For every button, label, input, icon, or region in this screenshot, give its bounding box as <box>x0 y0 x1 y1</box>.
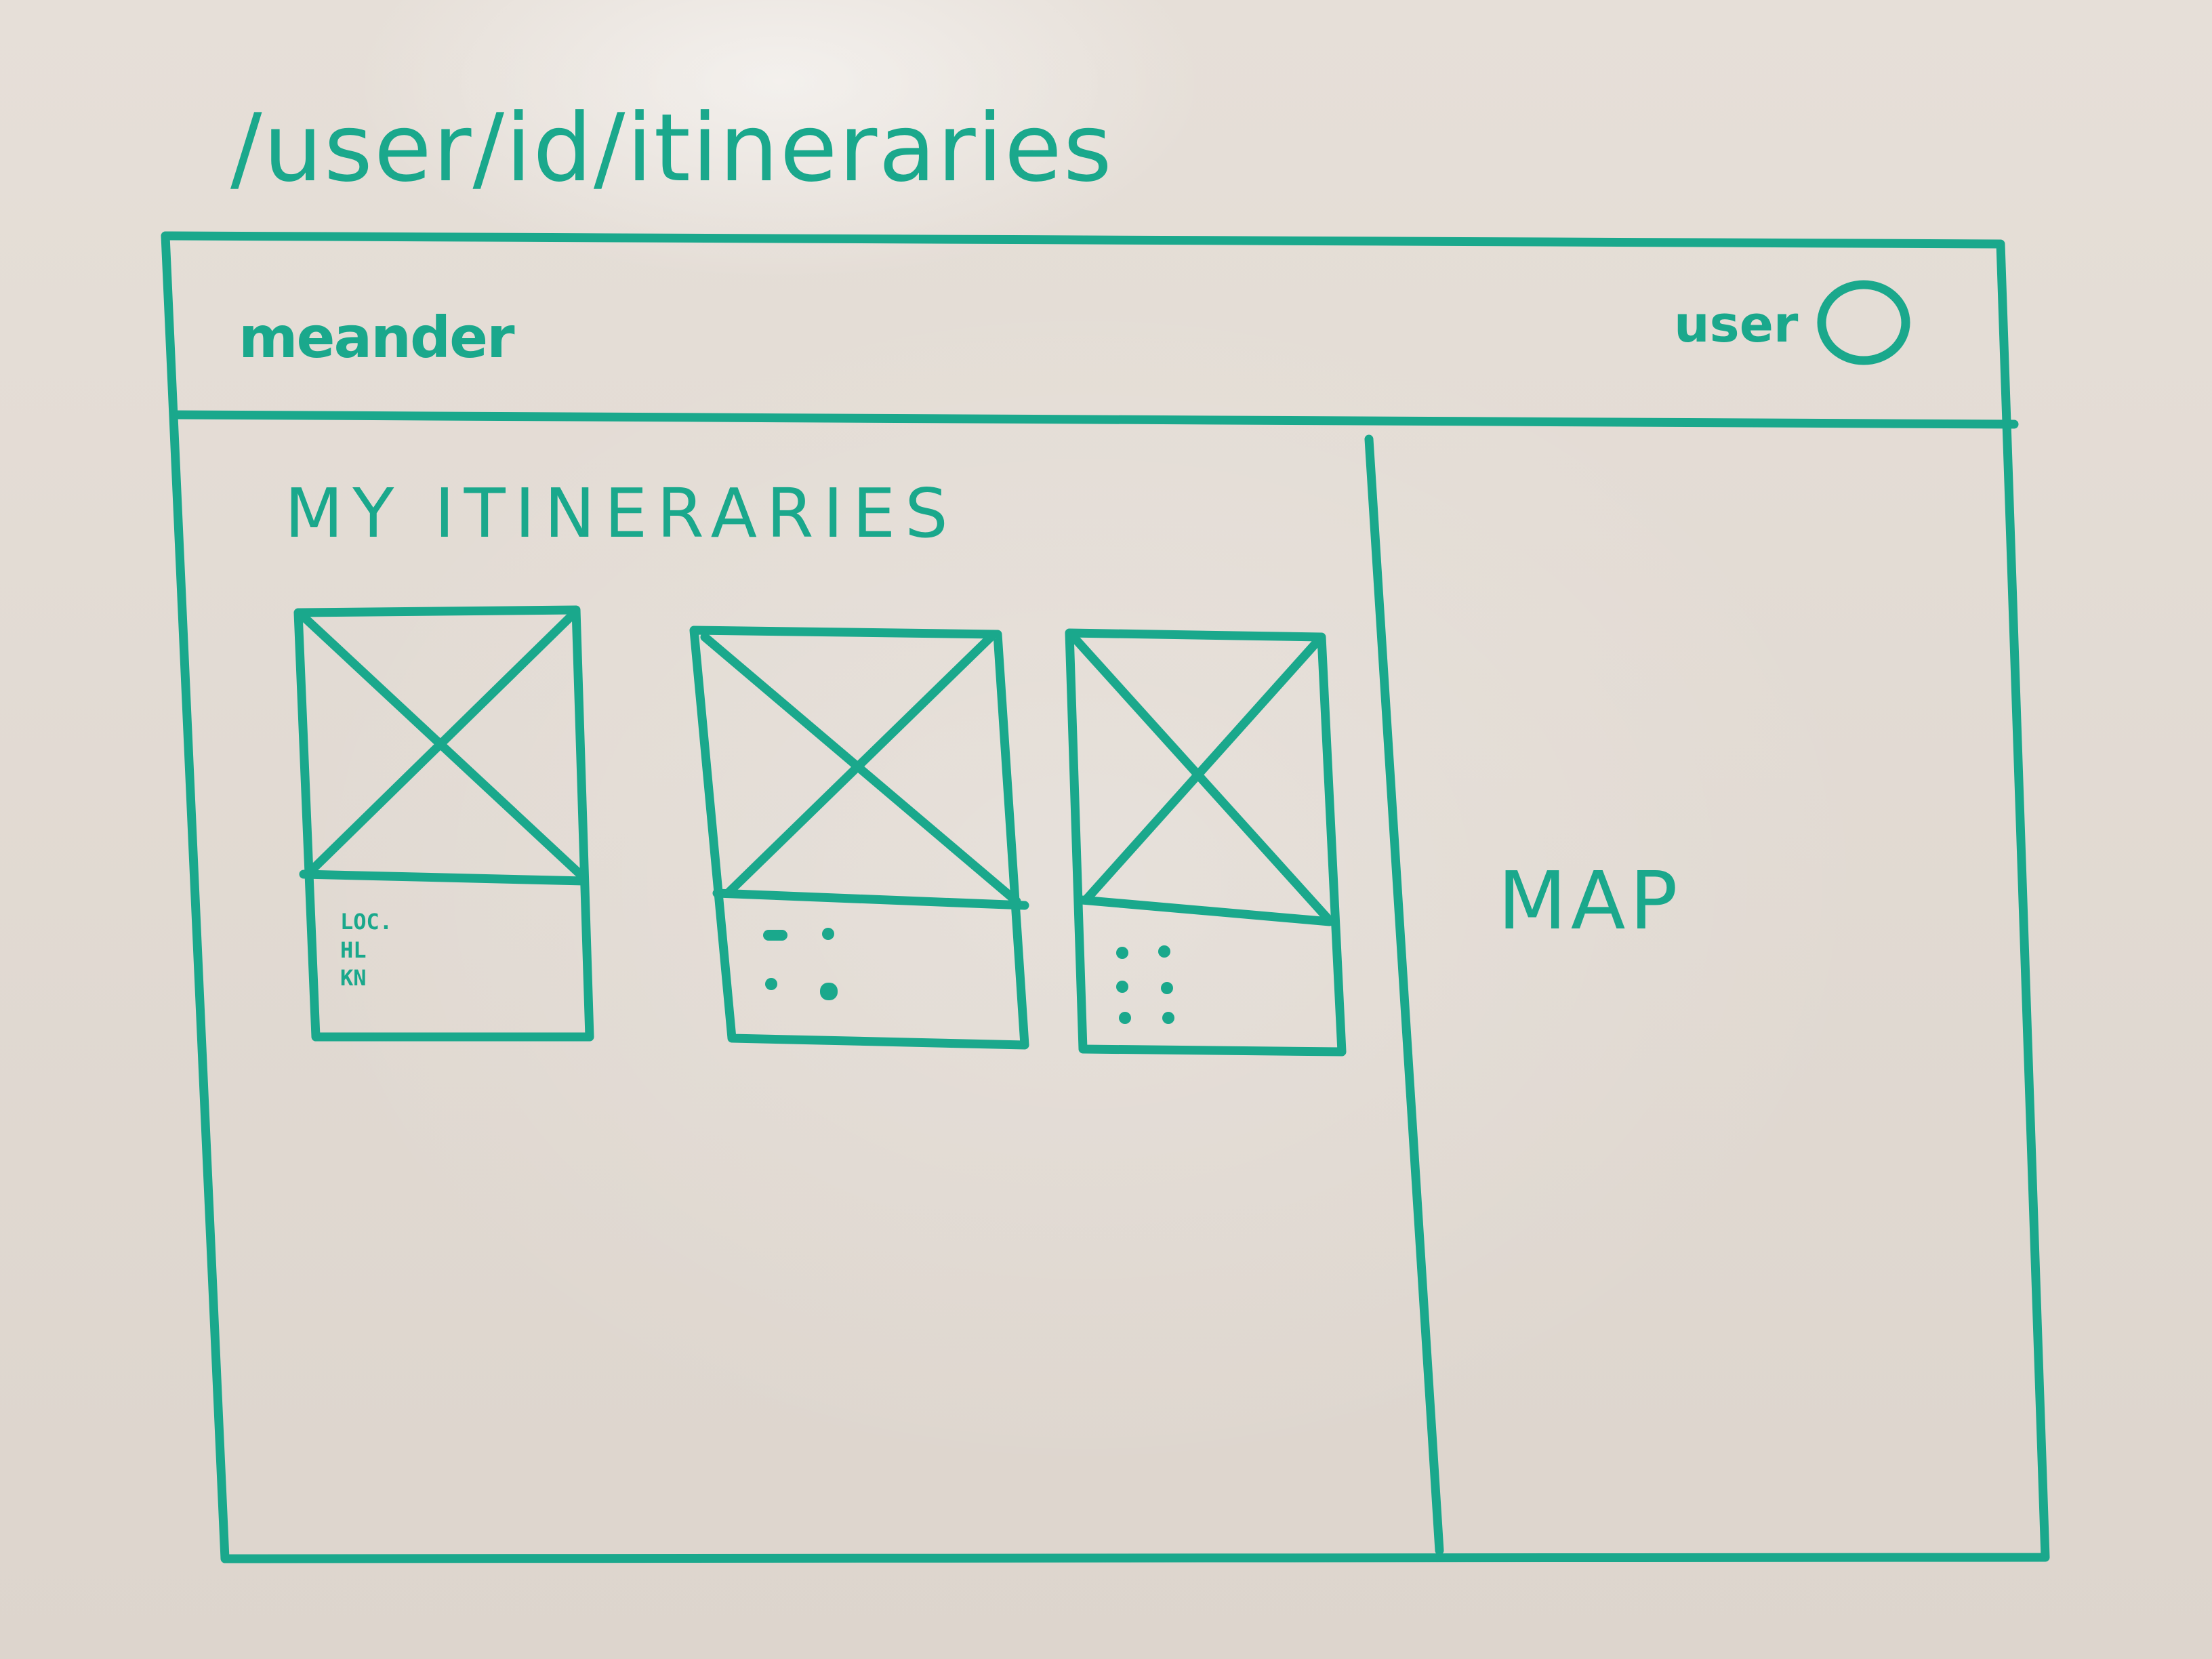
card-1-image-divider <box>299 869 589 886</box>
user-menu-label[interactable]: user <box>1674 295 1799 354</box>
caption-placeholder-dot <box>1119 1012 1131 1024</box>
card-1-caption: LOC. HL KN <box>340 909 393 991</box>
map-panel-label: MAP <box>1498 854 1682 947</box>
map-panel-divider <box>1364 434 1444 1555</box>
caption-placeholder-dot <box>822 928 834 940</box>
image-placeholder-icon <box>700 632 1021 906</box>
caption-placeholder-dot <box>1162 1012 1174 1024</box>
avatar-circle-icon[interactable] <box>1817 280 1910 365</box>
image-placeholder-icon <box>300 612 585 879</box>
url-path: /user/id/itineraries <box>230 94 1113 203</box>
card-3-frame <box>1065 628 1347 1057</box>
window-frame <box>161 231 2050 1563</box>
caption-placeholder-dot <box>763 930 787 941</box>
card-2-frame <box>689 626 1029 1050</box>
caption-placeholder-dot <box>1116 947 1128 959</box>
itinerary-card-1[interactable] <box>293 605 594 1042</box>
card-1-frame <box>293 605 594 1042</box>
page-title: MY ITINERARIES <box>285 474 958 553</box>
caption-placeholder-dot <box>765 978 777 990</box>
app-logo[interactable]: meander <box>239 304 515 371</box>
image-placeholder-icon <box>1070 634 1332 922</box>
caption-placeholder-dot <box>1161 982 1173 994</box>
card-2-image-divider <box>712 888 1029 910</box>
header-divider <box>170 410 2019 429</box>
card-3-image-divider <box>1077 895 1334 926</box>
caption-placeholder-dot <box>1116 981 1128 993</box>
caption-placeholder-dot <box>1158 945 1170 958</box>
caption-placeholder-dot <box>820 983 838 1000</box>
itinerary-card-2[interactable] <box>689 626 1029 1050</box>
itinerary-card-3[interactable] <box>1065 628 1347 1057</box>
